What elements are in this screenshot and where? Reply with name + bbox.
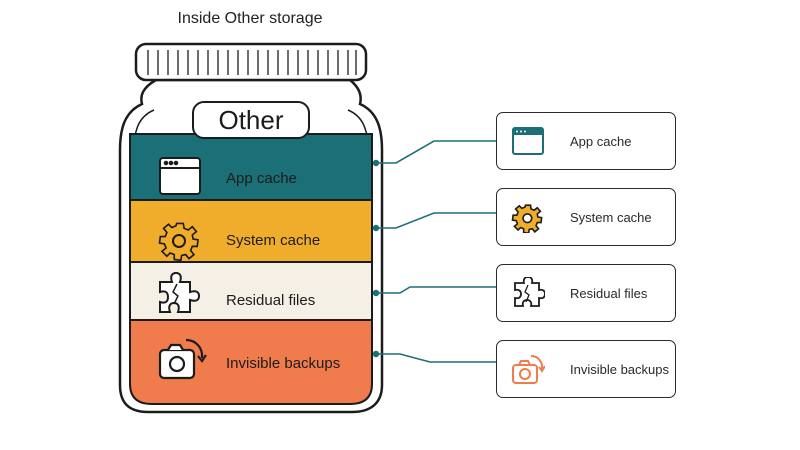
legend-card-residual-files: Residual files [496,264,676,322]
jar-label: Other [192,101,310,139]
camera-backup-icon [512,355,545,384]
browser-window-icon [512,127,544,155]
jar-lid [134,42,368,82]
legend-label: Invisible backups [570,361,669,377]
diagram-title: Inside Other storage [177,10,323,27]
band-label-app-cache: App cache [226,170,297,187]
legend-label: System cache [570,209,652,225]
band-label-residual-files: Residual files [226,292,316,309]
legend-label: App cache [570,133,632,149]
legend-label: Residual files [570,285,648,301]
gear-icon [511,204,543,233]
camera-backup-icon [158,338,207,380]
band-label-system-cache: System cache [226,232,321,249]
puzzle-piece-icon [159,271,201,313]
band-label-invisible-backups: Invisible backups [226,355,341,372]
gear-icon [158,222,199,262]
legend-card-app-cache: App cache [496,112,676,170]
legend-card-invisible-backups: Invisible backups [496,340,676,398]
browser-window-icon [159,157,201,195]
legend-card-system-cache: System cache [496,188,676,246]
puzzle-piece-icon [514,277,545,307]
